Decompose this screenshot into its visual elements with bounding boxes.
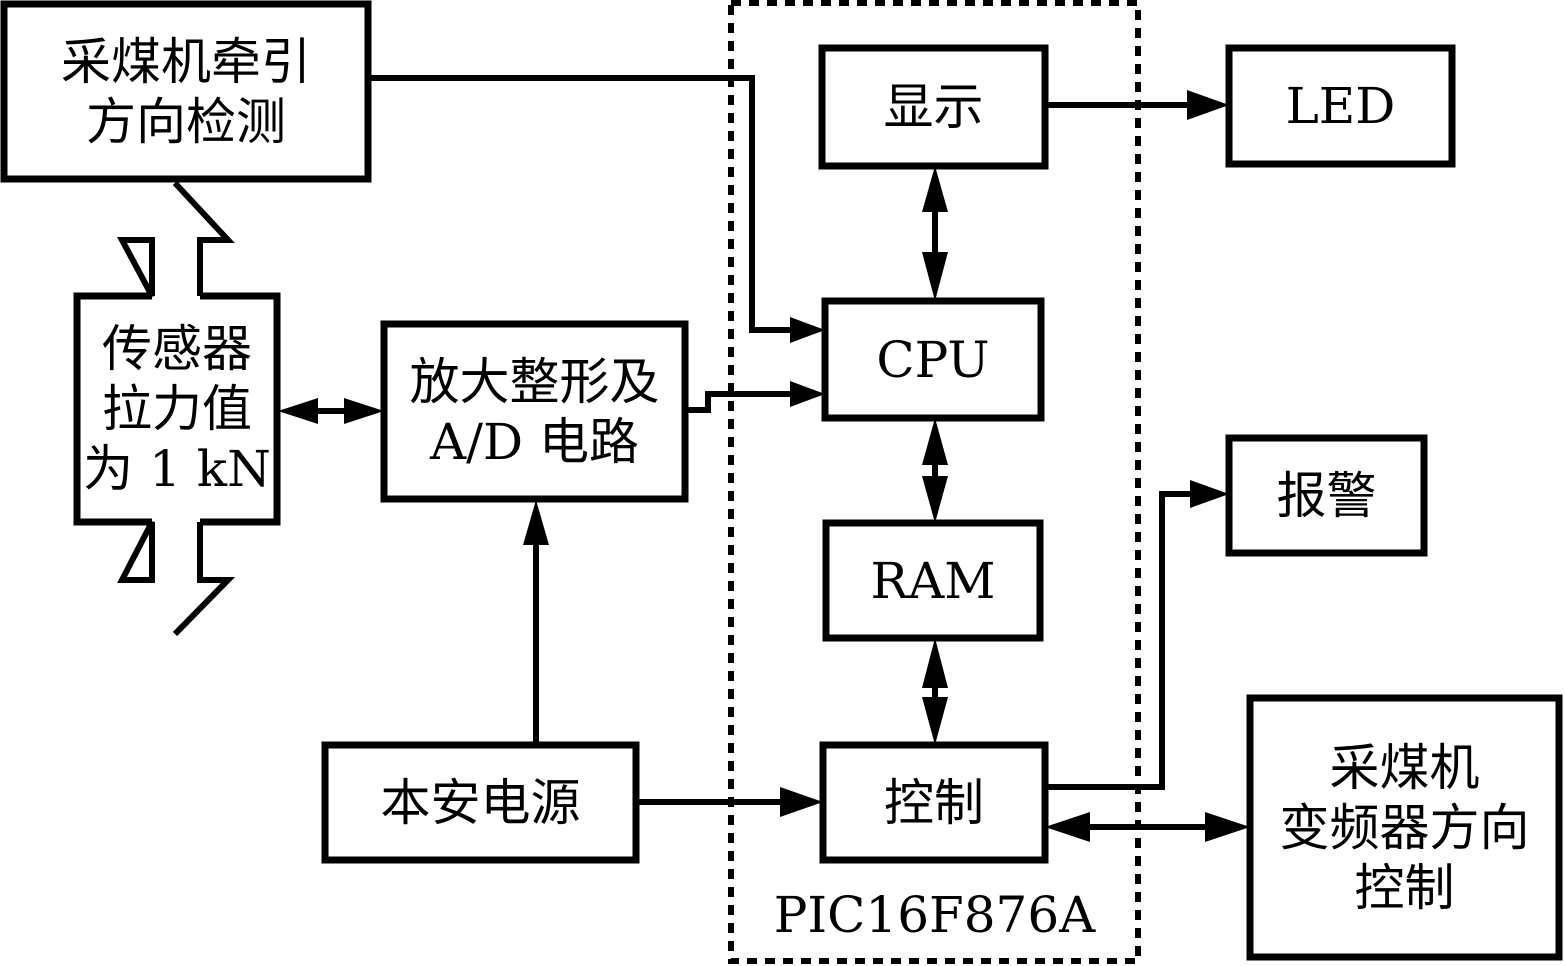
arrowhead: [523, 500, 549, 545]
connector-amplifier-to-cpu: [685, 391, 790, 413]
alarm-label: 报警: [1229, 438, 1424, 553]
vfd-control-box: [1246, 694, 1563, 961]
chip-label: PIC16F876A: [731, 880, 1138, 950]
arrowhead: [922, 418, 948, 465]
connector-traction-to-cpu: [368, 75, 790, 333]
arrowhead: [344, 398, 384, 424]
arrowhead: [922, 476, 948, 523]
cpu-label: CPU: [825, 301, 1041, 418]
label-line: 采煤机: [1329, 738, 1480, 797]
vfd-control-label: 采煤机 变频器方向 控制: [1250, 698, 1559, 957]
control-box: [819, 741, 1049, 864]
label-line: 为 1 kN: [83, 440, 271, 498]
label-line: 本安电源: [380, 773, 581, 832]
label-line: 变频器方向: [1279, 798, 1530, 857]
arrowhead: [1187, 90, 1229, 120]
led-label: LED: [1229, 48, 1452, 164]
power-label: 本安电源: [325, 745, 636, 860]
label-line: 报警: [1276, 466, 1377, 525]
led-box: [1225, 44, 1456, 168]
arrowhead: [1045, 812, 1090, 842]
cpu-box: [821, 297, 1045, 422]
arrowhead: [922, 697, 948, 745]
label-line: PIC16F876A: [773, 886, 1096, 944]
display-label: 显示: [822, 48, 1045, 166]
ram-box: [822, 519, 1044, 642]
traction-detect-label: 采煤机牵引 方向检测: [4, 4, 368, 179]
label-line: 采煤机牵引: [61, 32, 311, 91]
arrowhead: [922, 166, 948, 212]
label-line: 控制: [1354, 858, 1455, 917]
amplifier-label: 放大整形及 A/D 电路: [384, 324, 685, 499]
label-line: A/D 电路: [430, 412, 639, 471]
traction-detect-box: [0, 0, 372, 183]
sensor-box: [73, 292, 281, 526]
arrowhead: [1205, 812, 1250, 842]
label-line: 拉力值: [102, 380, 252, 438]
label-line: RAM: [870, 551, 996, 610]
label-line: LED: [1285, 77, 1396, 135]
label-line: 方向检测: [86, 92, 286, 151]
sensor-label: 传感器 拉力值 为 1 kN: [77, 296, 277, 522]
label-line: CPU: [876, 330, 990, 389]
arrowhead: [922, 252, 948, 301]
pic-chip-boundary: [728, 0, 1141, 964]
hollow-arrow-down: [117, 520, 236, 637]
control-label: 控制: [823, 745, 1045, 860]
arrowhead: [278, 398, 318, 424]
alarm-box: [1225, 434, 1428, 557]
label-line: 显示: [883, 78, 984, 136]
label-line: 传感器: [102, 320, 252, 378]
arrowhead: [1190, 480, 1229, 508]
ram-label: RAM: [826, 523, 1040, 638]
connector-control-to-alarm: [1045, 491, 1195, 790]
arrowhead: [922, 638, 948, 688]
arrowhead: [790, 381, 825, 407]
arrowhead: [780, 787, 823, 817]
hollow-arrow-up: [116, 180, 235, 298]
label-line: 放大整形及: [409, 352, 660, 411]
label-line: 控制: [884, 773, 984, 832]
arrowhead: [790, 317, 825, 343]
